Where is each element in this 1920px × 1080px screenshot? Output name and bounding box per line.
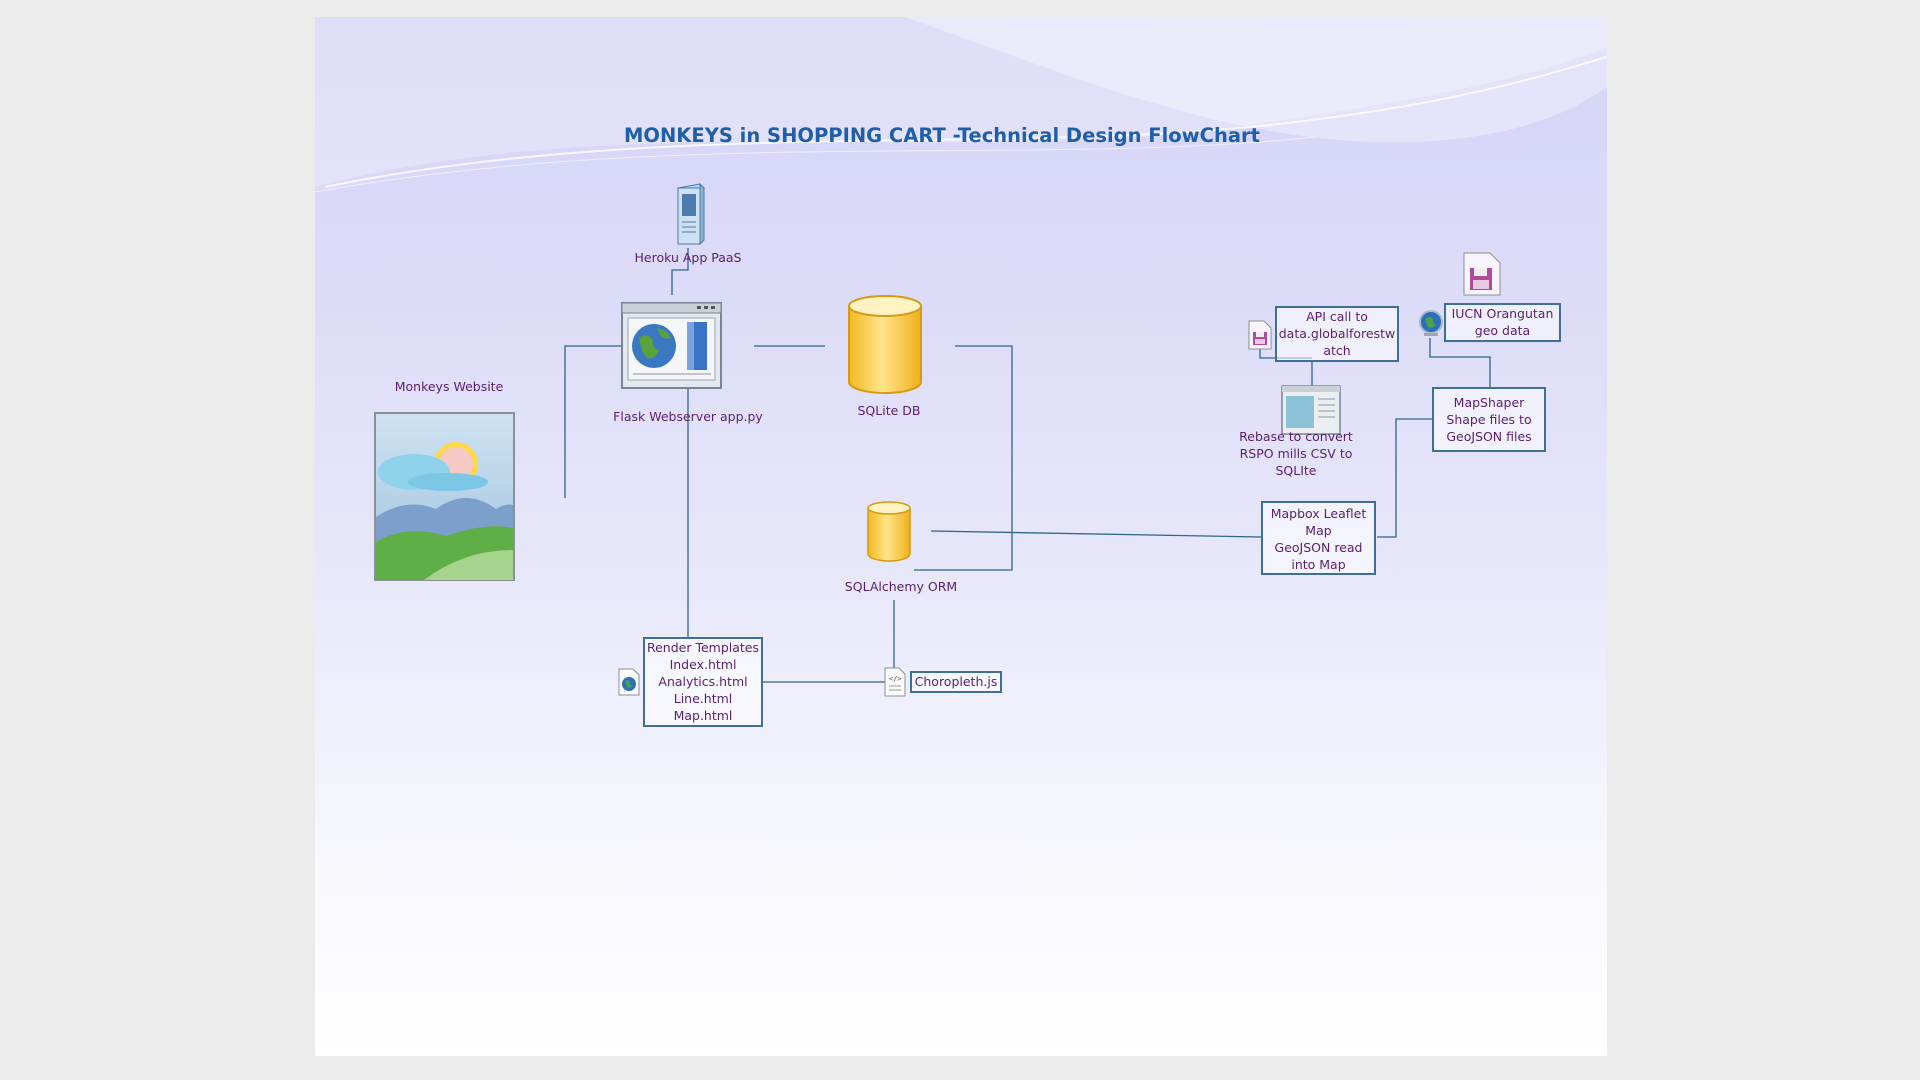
heroku-label: Heroku App PaaS <box>634 250 742 265</box>
script-file-icon: </> <box>884 667 906 697</box>
connector-sqlalchemy-mapbox <box>930 530 1262 538</box>
mapshaper-box: MapShaper Shape files to GeoJSON files <box>1432 387 1546 452</box>
iucn-box: IUCN Orangutan geo data <box>1444 303 1561 342</box>
picture-icon <box>374 412 515 581</box>
api-box: API call to data.globalforestw atch <box>1275 306 1399 362</box>
website-label: Monkeys Website <box>394 379 504 394</box>
database-small-icon <box>867 501 911 562</box>
rebase-label: Rebase to convert RSPO mills CSV to SQLI… <box>1239 429 1353 478</box>
sqlalchemy-label: SQLAlchemy ORM <box>844 579 958 594</box>
window-icon <box>1281 385 1341 435</box>
floppy-file-icon <box>1248 320 1272 350</box>
choropleth-box: Choropleth.js <box>910 671 1002 693</box>
connector-sqlite-sqlalchemy <box>914 345 1013 571</box>
connector-globe-mapshaper <box>1429 338 1491 387</box>
browser-globe-icon <box>621 302 722 389</box>
server-icon <box>676 182 706 246</box>
connector-flask-website <box>564 345 621 498</box>
floppy-large-icon <box>1463 252 1501 296</box>
sqlite-label: SQLite DB <box>857 403 921 418</box>
globe-small-icon <box>1419 310 1443 336</box>
svg-text:</>: </> <box>889 675 902 683</box>
database-large-icon <box>848 295 922 394</box>
page-title: MONKEYS in SHOPPING CART -Technical Desi… <box>624 124 1260 147</box>
connector-heroku-flask <box>671 248 689 295</box>
decorative-waves <box>315 17 1607 193</box>
flask-label: Flask Webserver app.py <box>613 409 763 424</box>
connector-mapbox-mapshaper <box>1377 418 1432 538</box>
templates-box: Render Templates Index.html Analytics.ht… <box>643 637 763 727</box>
mapbox-box: Mapbox Leaflet Map GeoJSON read into Map <box>1261 501 1376 575</box>
globe-file-icon <box>618 668 640 696</box>
